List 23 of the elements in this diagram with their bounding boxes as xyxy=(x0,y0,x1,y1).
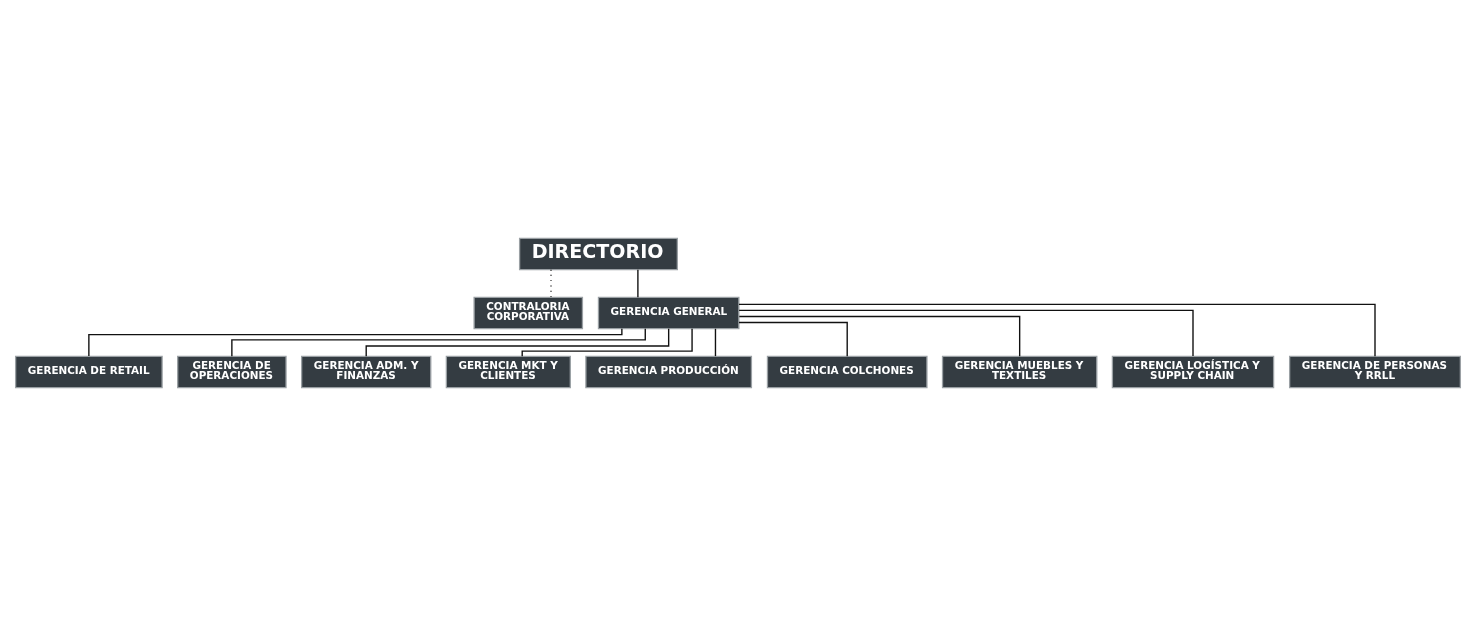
node-box: CONTRALORIA CORPORATIVA xyxy=(473,296,584,329)
node-box: GERENCIA LOGÍSTICA Y SUPPLY CHAIN xyxy=(1111,355,1275,388)
node-box: DIRECTORIO xyxy=(518,237,678,270)
connector xyxy=(365,327,670,357)
connector xyxy=(521,327,693,357)
node-box: GERENCIA DE PERSONAS Y RRLL xyxy=(1289,355,1461,388)
node-box: GERENCIA DE OPERACIONES xyxy=(177,355,287,388)
node-box: GERENCIA ADM. Y FINANZAS xyxy=(301,355,432,388)
node-box: GERENCIA DE RETAIL xyxy=(15,355,163,388)
connector xyxy=(637,268,639,298)
connector xyxy=(550,268,552,298)
node-box: GERENCIA MUEBLES Y TEXTILES xyxy=(941,355,1098,388)
node-box: GERENCIA GENERAL xyxy=(597,296,740,329)
connector xyxy=(738,309,1194,357)
connector xyxy=(738,303,1376,357)
connector xyxy=(714,327,717,357)
connector xyxy=(738,321,848,357)
node-box: GERENCIA PRODUCCIÓN xyxy=(585,355,753,388)
connector xyxy=(231,327,646,357)
node-box: GERENCIA COLCHONES xyxy=(766,355,928,388)
node-box: GERENCIA MKT Y CLIENTES xyxy=(445,355,571,388)
connector xyxy=(738,315,1021,357)
connector xyxy=(88,327,623,357)
